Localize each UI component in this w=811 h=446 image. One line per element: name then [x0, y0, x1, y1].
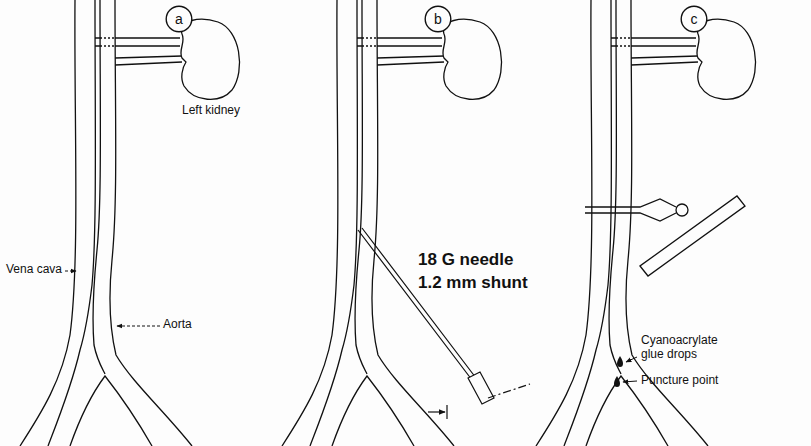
vessels-panel-c	[536, 0, 756, 446]
panel-letter-circle: c	[680, 5, 708, 33]
annotation-label: 18 G needle	[418, 250, 513, 270]
leader-line	[626, 357, 637, 362]
panel-letter: b	[424, 5, 452, 33]
leader-line	[65, 271, 76, 272]
glue-drop	[617, 356, 623, 367]
vascular-clamp	[585, 199, 688, 221]
annotation-label: Vena cava	[6, 263, 62, 277]
annotation-label: Left kidney	[182, 104, 240, 118]
glue-applicator	[640, 196, 745, 276]
annotation-label: Puncture point	[641, 374, 718, 388]
vessels-panel-b	[282, 0, 502, 446]
panel-letter: a	[165, 5, 193, 33]
annotation-label: Cyanoacrylate glue drops	[641, 334, 737, 362]
vessels-panel-a	[20, 0, 240, 446]
panel-letter-circle: b	[424, 5, 452, 33]
puncture-point	[614, 376, 620, 387]
panel-letter: c	[680, 5, 708, 33]
needle	[358, 228, 530, 419]
annotation-label: 1.2 mm shunt	[418, 273, 528, 293]
leader-line	[623, 381, 637, 382]
leader-line	[117, 326, 160, 327]
panel-letter-circle: a	[165, 5, 193, 33]
annotation-label: Aorta	[163, 318, 192, 332]
